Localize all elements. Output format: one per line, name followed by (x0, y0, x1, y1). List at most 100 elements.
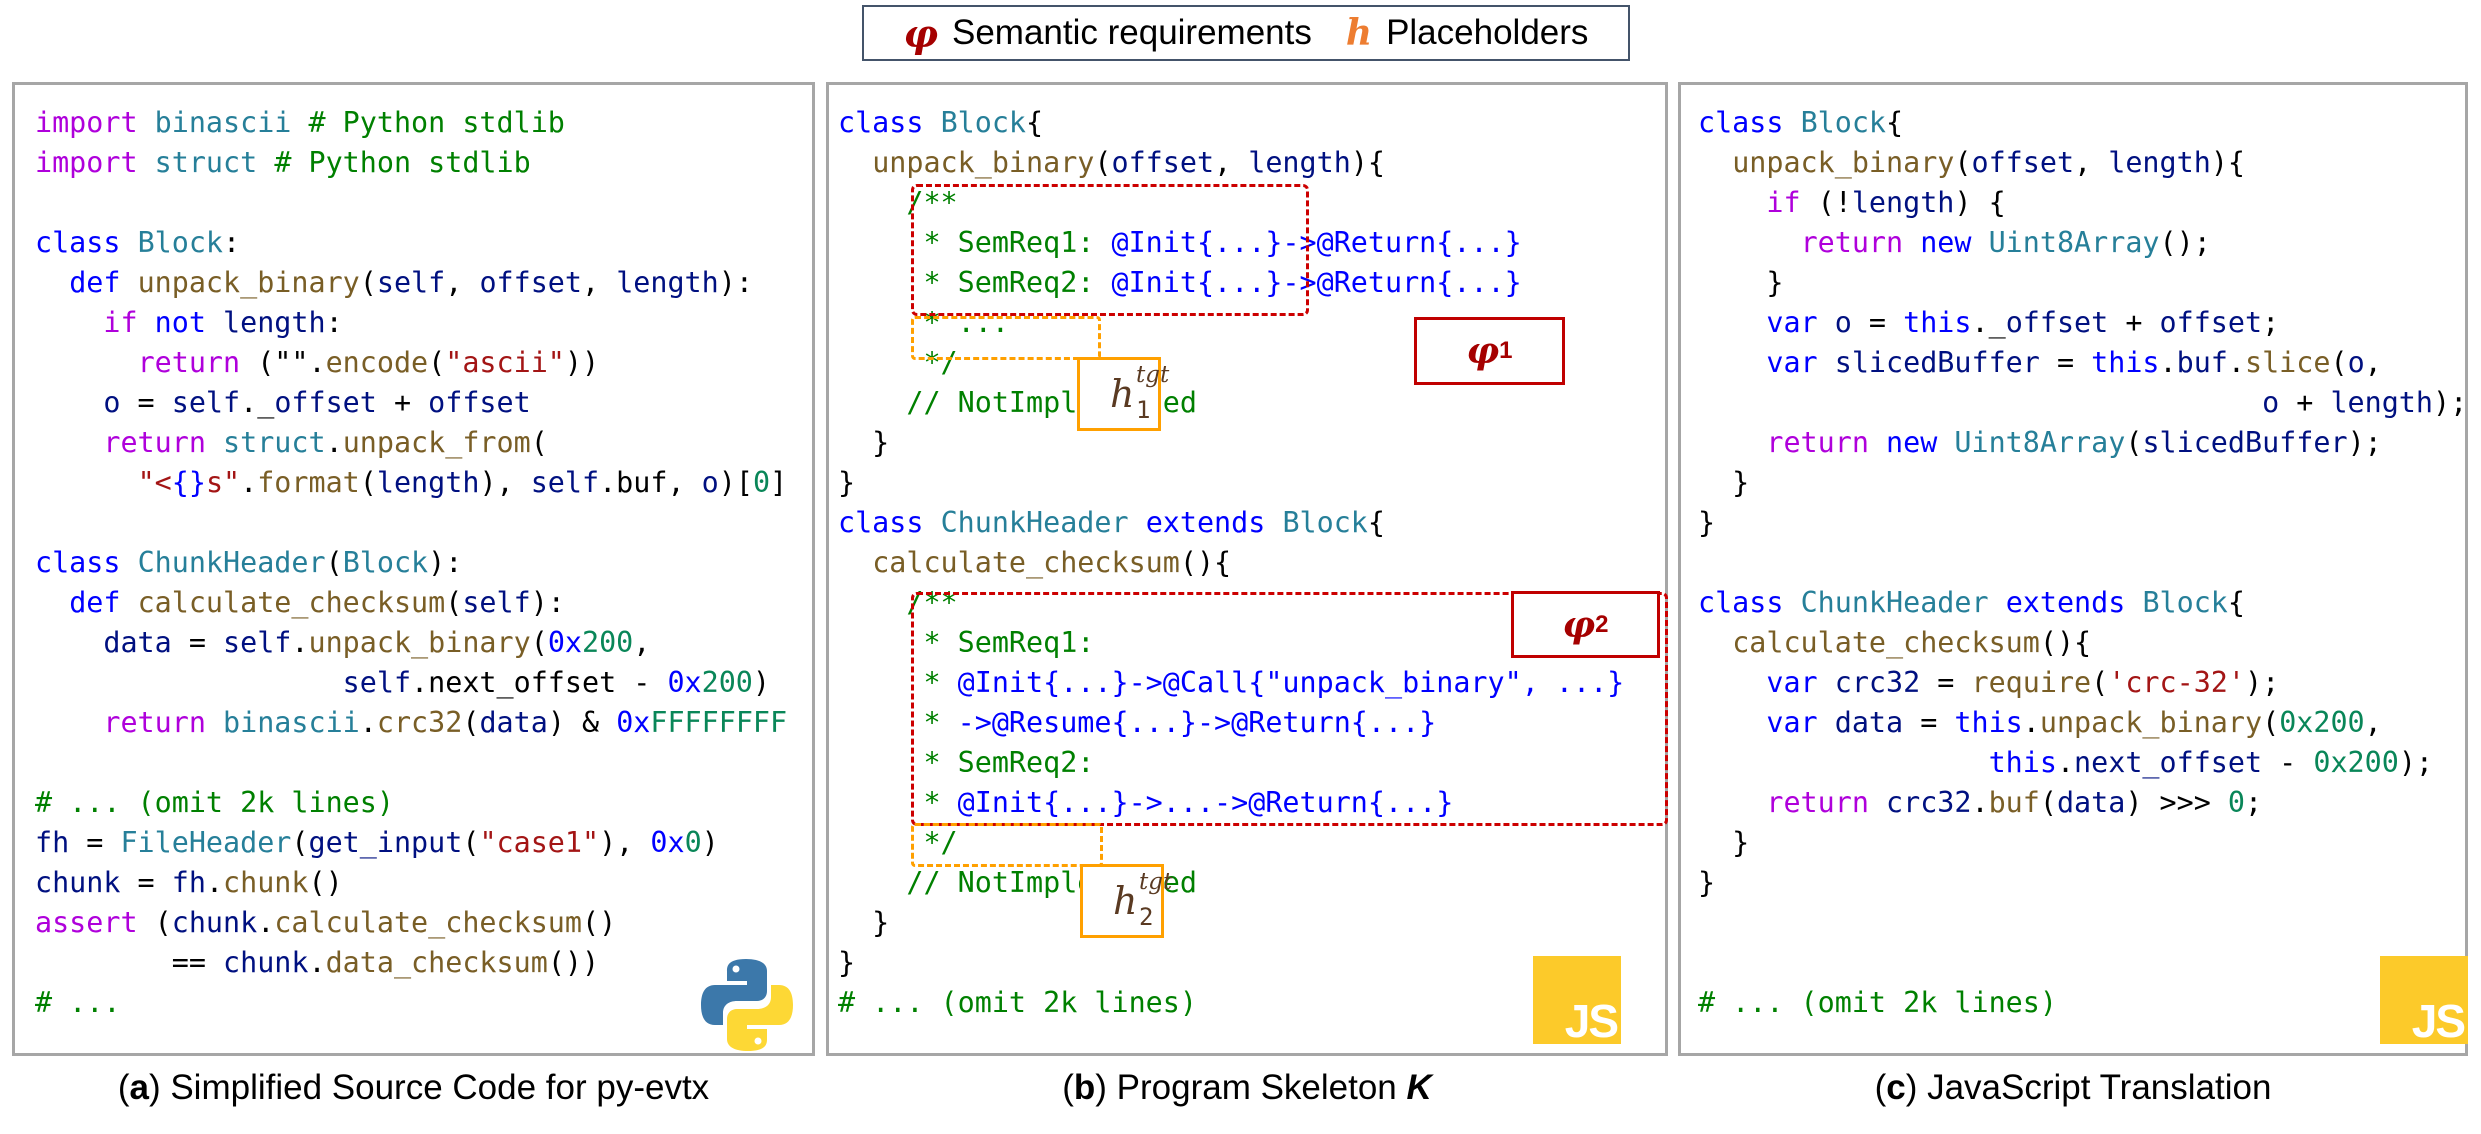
code-token: data (2056, 786, 2126, 819)
code-token (1698, 226, 1801, 259)
code-token (1972, 226, 1989, 259)
code-token: . (308, 946, 326, 979)
code-line: * SemReq1: @Init{...}->@Return{...} (838, 223, 1521, 263)
code-token: 200 (701, 666, 753, 699)
code-token: calculate_checksum (274, 906, 582, 939)
code-token: ) & (547, 706, 617, 739)
code-line: } (838, 943, 855, 983)
code-token (35, 346, 138, 379)
code-token (1818, 666, 1835, 699)
code-token: , (633, 626, 651, 659)
code-token: slicedBuffer (1834, 346, 2040, 379)
code-token (1989, 586, 2006, 619)
code-token: extends (1145, 506, 1266, 539)
code-line: return new Uint8Array(slicedBuffer); (1698, 423, 2381, 463)
code-token: . (205, 866, 224, 899)
code-token: length (2330, 386, 2433, 419)
code-token (838, 226, 906, 259)
code-token: } (838, 946, 856, 979)
placeholder-region-2 (911, 823, 1103, 867)
placeholder-region-1 (911, 316, 1101, 360)
code-token: self (342, 666, 412, 699)
code-token: ) (752, 666, 770, 699)
code-token: ( (137, 906, 172, 939)
code-token: ( (359, 466, 377, 499)
code-token: * (906, 706, 958, 739)
code-token: return (103, 706, 206, 739)
code-token: = (1920, 666, 1972, 699)
code-token: } (1698, 506, 1716, 539)
code-line: var crc32 = require('crc-32'); (1698, 663, 2279, 703)
code-token: 0x200 (2313, 746, 2399, 779)
code-token: } (838, 906, 890, 939)
code-token: * (906, 786, 958, 819)
code-token (35, 426, 103, 459)
code-token (35, 706, 103, 739)
code-token: + (2279, 386, 2331, 419)
code-token: , (1214, 146, 1249, 179)
code-token: = (69, 826, 121, 859)
code-token: ), (599, 826, 651, 859)
code-token (838, 266, 906, 299)
caption-c-letter: c (1886, 1068, 1906, 1107)
code-token: self (171, 386, 241, 419)
caption-a: (a) Simplified Source Code for py-evtx (117, 1068, 710, 1107)
code-token: { (2227, 586, 2245, 619)
code-token: buf (2176, 346, 2228, 379)
code-token: o (2347, 346, 2365, 379)
code-token: length (223, 306, 326, 339)
code-token: length (2108, 146, 2211, 179)
code-token: ChunkHeader (940, 506, 1129, 539)
code-token: ( (2091, 666, 2109, 699)
code-line: } (838, 423, 889, 463)
code-token: () (308, 866, 343, 899)
code-token: var (1766, 346, 1818, 379)
code-token (138, 146, 155, 179)
code-token: , (2074, 146, 2109, 179)
code-token: ); (2245, 666, 2280, 699)
code-token: ); (2398, 746, 2434, 779)
code-token: ): (718, 266, 753, 299)
code-token: ( (2039, 786, 2057, 819)
code-line: # ... (35, 983, 120, 1023)
caption-b: (b) Program Skeleton K (1062, 1068, 1432, 1107)
code-token: } (1698, 266, 1784, 299)
semantic-requirement-symbol: φ (903, 10, 938, 56)
code-token (838, 586, 906, 619)
code-token: . (257, 906, 275, 939)
code-line: class ChunkHeader(Block): (35, 543, 462, 583)
code-token: . (291, 626, 309, 659)
code-token: unpack_binary (137, 266, 360, 299)
code-line: */ (838, 823, 957, 863)
h-index: 1 (1136, 396, 1151, 424)
code-token: chunk (223, 866, 309, 899)
code-token: ( (359, 266, 377, 299)
code-token: ChunkHeader (1800, 586, 1989, 619)
code-token: self (462, 586, 531, 619)
code-line: } (1698, 263, 1783, 303)
code-token: 'crc-32' (2108, 666, 2245, 699)
code-token: ) (701, 826, 719, 859)
code-token: ( (445, 586, 463, 619)
code-token (838, 746, 906, 779)
code-token: = (1851, 306, 1904, 339)
code-token: * SemReq1: (906, 626, 1095, 659)
code-token: 0x (547, 626, 582, 659)
code-token: ): (530, 586, 565, 619)
code-token (35, 666, 343, 699)
code-token: ; (2262, 306, 2280, 339)
code-token: unpack_binary (872, 146, 1095, 179)
code-token: unpack_from (342, 426, 531, 459)
code-line: chunk = fh.chunk() (35, 863, 343, 903)
code-token: new (1920, 226, 1972, 259)
code-token: not (154, 306, 206, 339)
python-logo-icon (701, 959, 793, 1051)
code-token: ( (530, 426, 548, 459)
code-token: Block (940, 106, 1027, 139)
code-token (120, 546, 137, 579)
code-token (1265, 506, 1282, 539)
code-token: @Init{...}->...->@Return{...} (957, 786, 1454, 819)
code-token: class (838, 506, 924, 539)
code-line: # ... (omit 2k lines) (838, 983, 1197, 1023)
